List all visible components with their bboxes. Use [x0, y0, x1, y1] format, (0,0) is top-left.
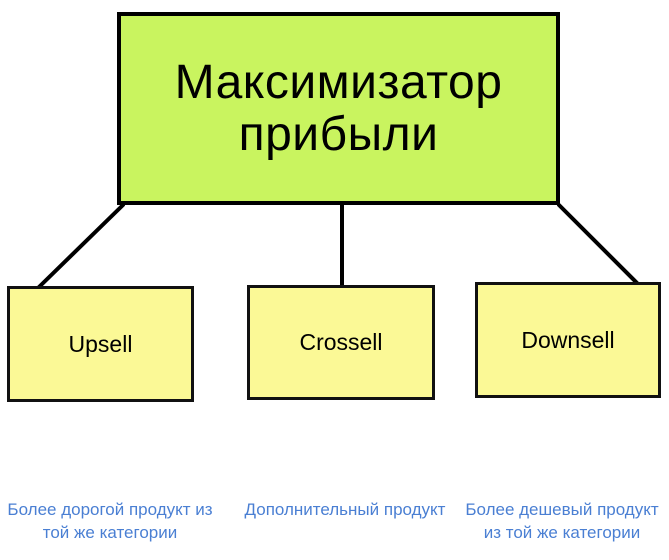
node-upsell: Upsell: [7, 286, 194, 402]
node-downsell: Downsell: [475, 282, 661, 398]
node-upsell-label: Upsell: [68, 330, 133, 357]
root-node-label: Максимизатор прибыли: [174, 55, 503, 161]
connector-root-to-downsell: [557, 203, 640, 286]
node-downsell-label: Downsell: [521, 326, 615, 353]
root-node-profit-maximizer: Максимизатор прибыли: [117, 12, 560, 205]
caption-upsell: Более дорогой продукт из той же категори…: [7, 500, 213, 542]
node-crossell: Crossell: [247, 285, 435, 400]
node-crossell-label: Crossell: [299, 329, 383, 355]
caption-downsell: Более дешевый продукт из той же категори…: [465, 500, 659, 542]
caption-crossell: Дополнительный продукт: [244, 500, 446, 519]
connector-root-to-upsell: [36, 203, 125, 290]
